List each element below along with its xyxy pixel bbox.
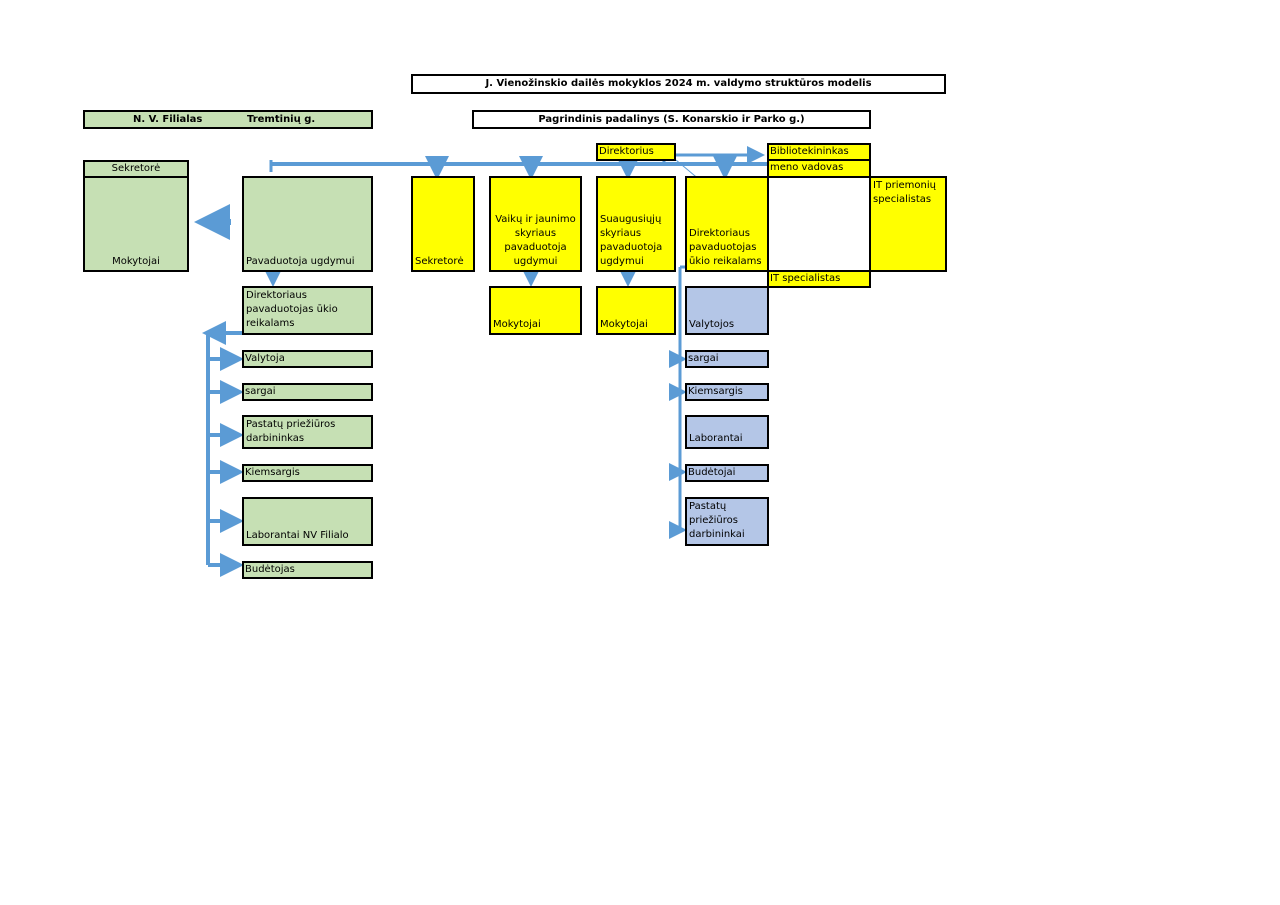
- branch-staff-lab-label: Laborantai NV Filialo: [246, 530, 349, 541]
- main-staff-lab-label: Laborantai: [689, 433, 743, 444]
- branch-name: N. V. Filialas: [133, 114, 203, 125]
- branch-staff-lab: Laborantai NV Filialo: [242, 497, 373, 546]
- branch-staff-guards: sargai: [242, 383, 373, 401]
- main-teachers-adults-label: Mokytojai: [600, 319, 648, 330]
- branch-deputy-economy: Direktoriaus pavaduotojas ūkio reikalams: [242, 286, 373, 335]
- main-it-tools: IT priemonių specialistas: [869, 176, 947, 272]
- main-teachers-adults: Mokytojai: [596, 286, 676, 335]
- main-director: Direktorius: [596, 143, 676, 161]
- main-deputy-children-label: Vaikų ir jaunimo skyriaus pavaduotoja ug…: [495, 214, 576, 267]
- main-deputy-adults: Suaugusiųjų skyriaus pavaduotoja ugdymui: [596, 176, 676, 272]
- main-staff-maintenance: Pastatų priežiūros darbininkai: [685, 497, 769, 546]
- branch-teachers: Mokytojai: [83, 176, 189, 272]
- main-staff-cleaners-label: Valytojos: [689, 319, 735, 330]
- branch-staff-maintenance: Pastatų priežiūros darbininkas: [242, 415, 373, 449]
- main-staff-lab: Laborantai: [685, 415, 769, 449]
- main-secretary: Sekretorė: [411, 176, 475, 272]
- main-it-specialist: IT specialistas: [767, 270, 871, 288]
- main-it-inner-box: [767, 176, 871, 272]
- main-secretary-label: Sekretorė: [415, 256, 464, 267]
- branch-header: N. V. Filialas Tremtinių g.: [83, 110, 373, 129]
- branch-staff-yard: Kiemsargis: [242, 464, 373, 482]
- main-teachers-children: Mokytojai: [489, 286, 582, 335]
- main-staff-guards: sargai: [685, 350, 769, 368]
- main-staff-cleaners: Valytojos: [685, 286, 769, 335]
- branch-teachers-label: Mokytojai: [112, 256, 160, 267]
- main-staff-duty: Budėtojai: [685, 464, 769, 482]
- branch-staff-cleaner: Valytoja: [242, 350, 373, 368]
- main-deputy-economy: Direktoriaus pavaduotojas ūkio reikalams: [685, 176, 769, 272]
- main-header: Pagrindinis padalinys (S. Konarskio ir P…: [472, 110, 871, 129]
- branch-staff-duty: Budėtojas: [242, 561, 373, 579]
- branch-deputy-education-label: Pavaduotoja ugdymui: [246, 256, 355, 267]
- chart-title: J. Vienožinskio dailės mokyklos 2024 m. …: [411, 74, 946, 94]
- main-teachers-children-label: Mokytojai: [493, 319, 541, 330]
- branch-deputy-education: Pavaduotoja ugdymui: [242, 176, 373, 272]
- main-deputy-economy-label: Direktoriaus pavaduotojas ūkio reikalams: [689, 228, 762, 267]
- main-deputy-adults-label: Suaugusiųjų skyriaus pavaduotoja ugdymui: [600, 214, 663, 267]
- main-deputy-children: Vaikų ir jaunimo skyriaus pavaduotoja ug…: [489, 176, 582, 272]
- branch-street: Tremtinių g.: [247, 114, 316, 125]
- main-staff-yard: Kiemsargis: [685, 383, 769, 401]
